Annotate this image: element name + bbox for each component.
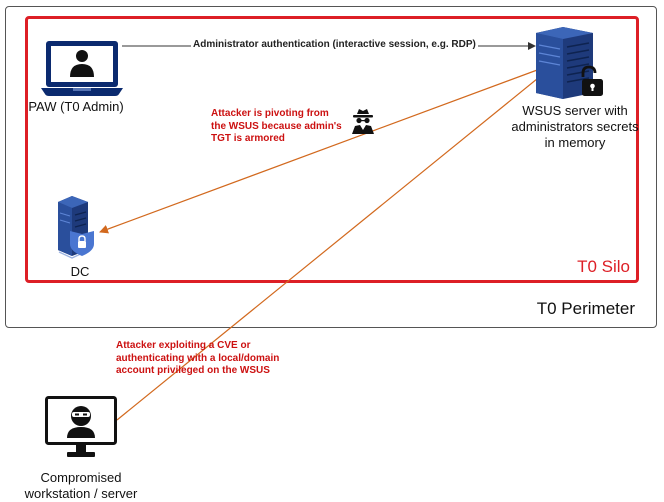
spy-icon: [352, 109, 374, 134]
admin-laptop-icon: [41, 41, 123, 96]
dc-label: DC: [70, 264, 90, 279]
pivot-arrow: [99, 65, 549, 234]
paw-label: PAW (T0 Admin): [28, 99, 124, 114]
hacker-monitor-icon: [45, 396, 117, 457]
wsus-label: WSUS server with administrators secrets …: [511, 103, 639, 150]
exploit-arrow: [116, 69, 549, 421]
server-shield-lock-icon: [58, 196, 94, 259]
t0-perimeter-frame: [5, 6, 657, 328]
t0-silo-label: T0 Silo: [577, 257, 630, 276]
admin-auth-label: Administrator authentication (interactiv…: [191, 39, 478, 50]
exploit-note: Attacker exploiting a CVE or authenticat…: [116, 340, 280, 376]
t0-perimeter-label: T0 Perimeter: [536, 299, 635, 318]
pivot-note: Attacker is pivoting from the WSUS becau…: [211, 108, 342, 144]
t0-silo-frame: [25, 16, 639, 283]
server-unlocked-icon: [536, 27, 603, 99]
workstation-label: Compromised workstation / server: [24, 470, 138, 501]
